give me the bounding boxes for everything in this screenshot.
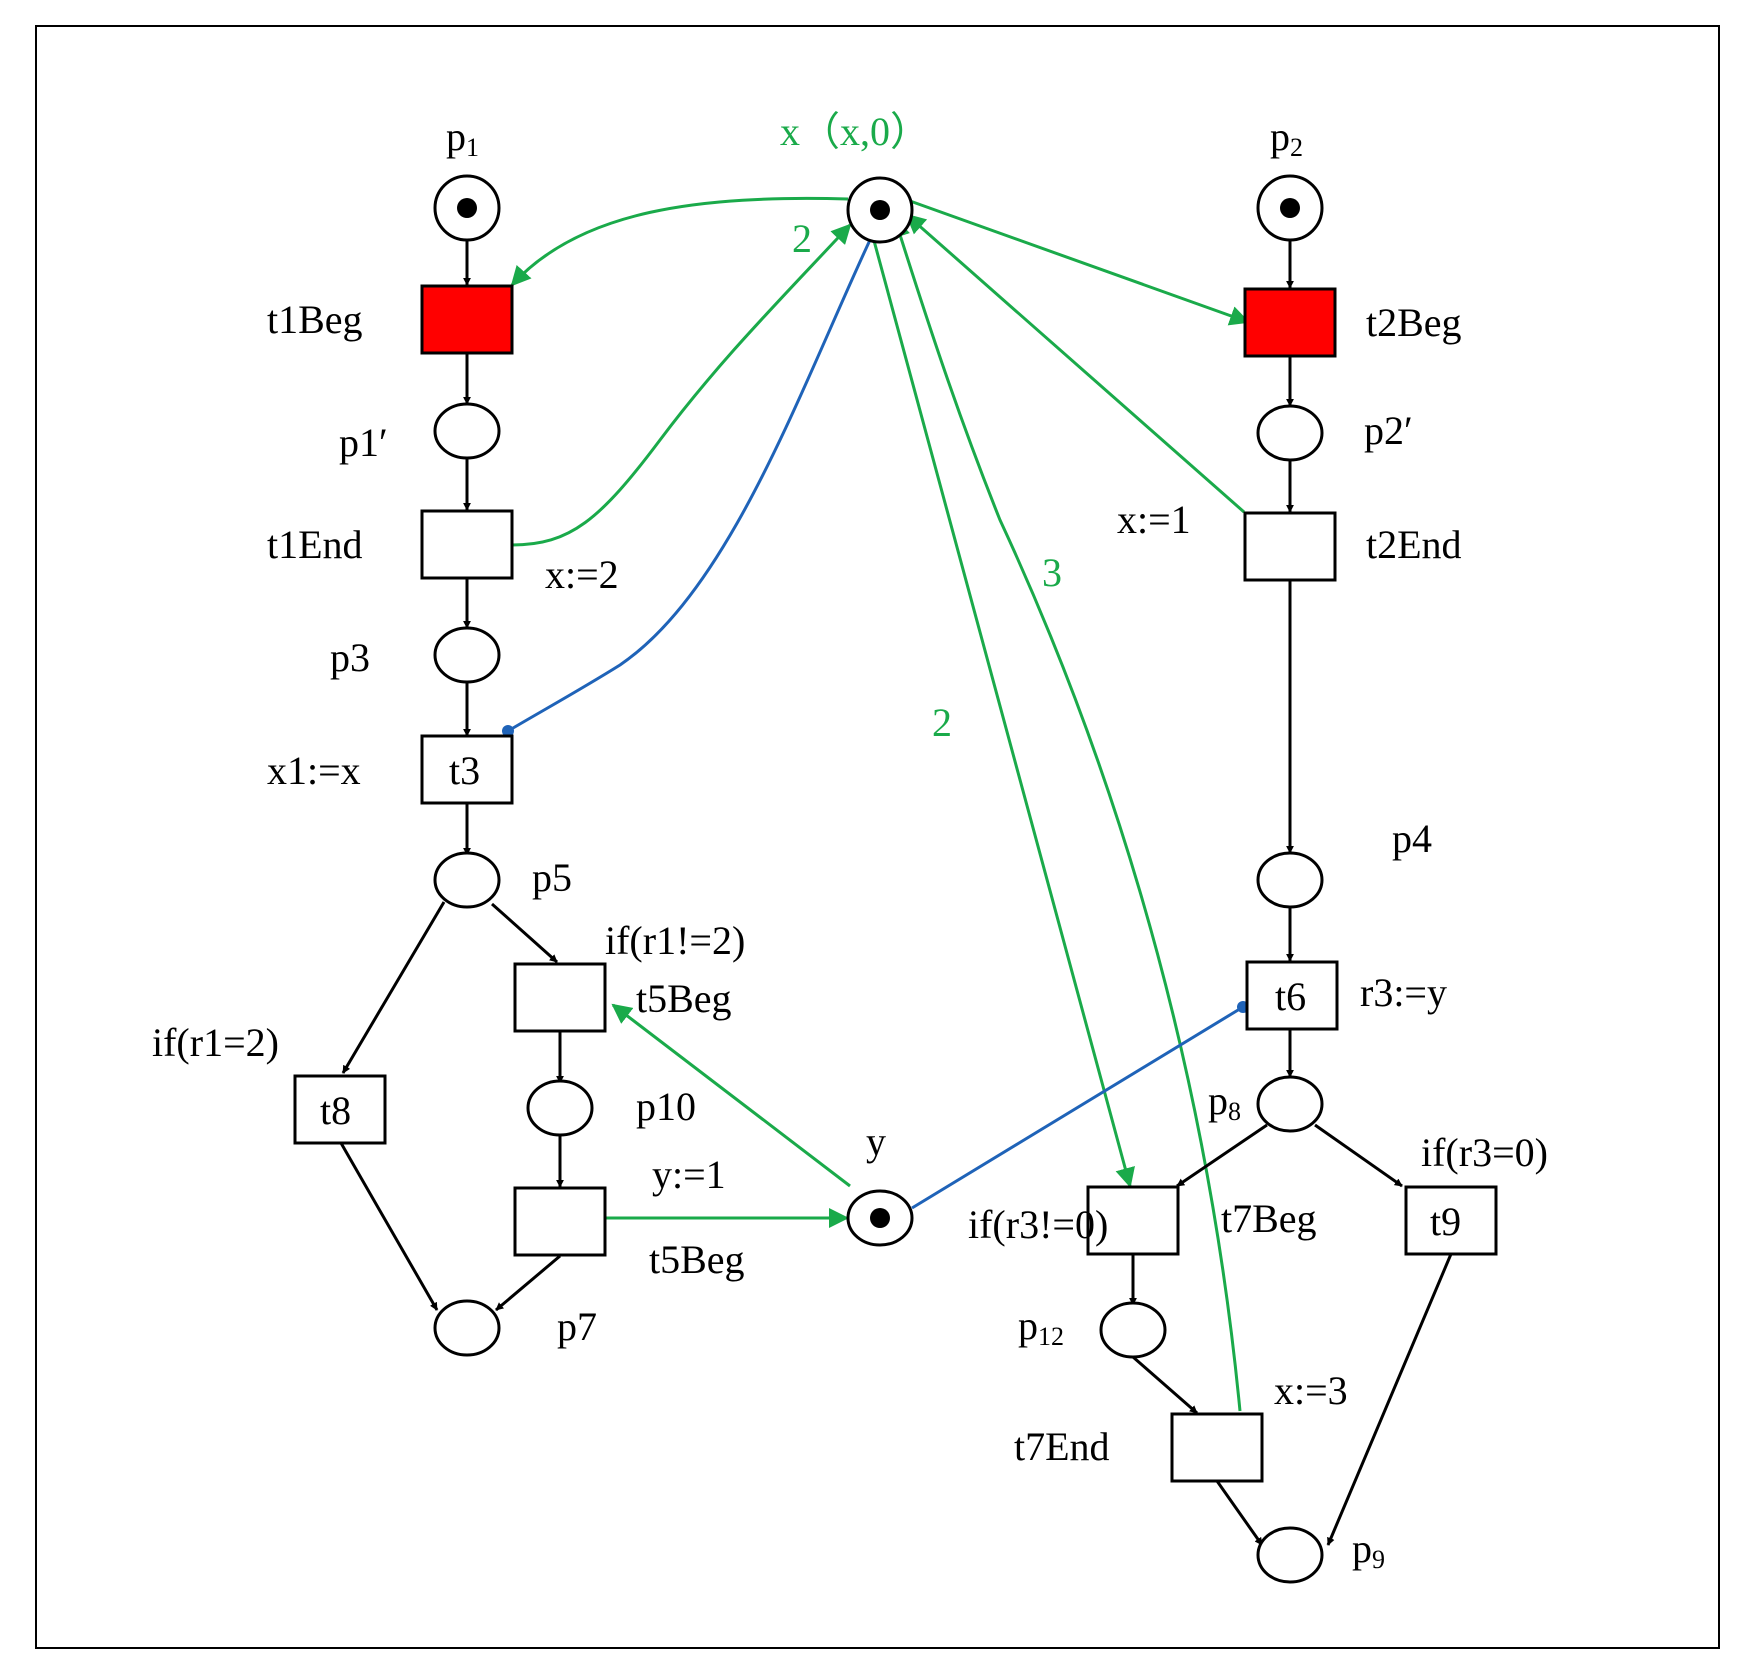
label-p1: p1 bbox=[446, 114, 479, 162]
label-weight-3: 3 bbox=[1042, 550, 1062, 595]
label-p3: p3 bbox=[330, 635, 370, 680]
arc-x-to-t2Beg bbox=[909, 199, 1250, 326]
label-guard-t7Beg: if(r3!=0) bbox=[968, 1202, 1108, 1247]
label-guard-t8: if(r1=2) bbox=[152, 1020, 279, 1065]
place-p9 bbox=[1256, 1526, 1324, 1584]
label-p2prime: p2′ bbox=[1364, 408, 1413, 453]
read-arc-x-t3 bbox=[507, 239, 872, 733]
arc-t1End-to-x bbox=[511, 223, 852, 547]
label-guard-t9: if(r3=0) bbox=[1421, 1130, 1548, 1175]
label-p4: p4 bbox=[1392, 816, 1432, 861]
place-p12 bbox=[1099, 1301, 1167, 1359]
label-t8: t8 bbox=[320, 1088, 351, 1133]
transition-t2Beg bbox=[1243, 287, 1337, 358]
label-p1prime: p1′ bbox=[339, 420, 388, 465]
transition-t6 bbox=[1245, 960, 1339, 1031]
token bbox=[457, 198, 477, 218]
place-p7 bbox=[433, 1299, 501, 1357]
transition-t1Beg bbox=[420, 284, 514, 355]
place-p4 bbox=[1256, 851, 1324, 909]
place-p8 bbox=[1256, 1075, 1324, 1133]
token bbox=[1280, 198, 1300, 218]
label-t5Beg-top: t5Beg bbox=[636, 976, 732, 1021]
place-p3 bbox=[433, 626, 501, 684]
label-action-t2End: x:=1 bbox=[1117, 497, 1191, 542]
read-arc-y-t6 bbox=[911, 1005, 1244, 1210]
label-t6: t6 bbox=[1275, 974, 1306, 1019]
figure-frame bbox=[35, 25, 1720, 1649]
place-p1prime bbox=[433, 402, 501, 460]
place-p10 bbox=[526, 1079, 594, 1137]
place-p2prime bbox=[1256, 404, 1324, 462]
label-action-t3: x1:=x bbox=[267, 748, 361, 793]
label-t2End: t2End bbox=[1366, 522, 1462, 567]
label-t2Beg: t2Beg bbox=[1366, 300, 1462, 345]
label-guard-t5Beg-top: if(r1!=2) bbox=[605, 918, 745, 963]
arc-p8-t9 bbox=[1314, 1123, 1403, 1188]
arc-t9-p9 bbox=[1326, 1253, 1453, 1546]
arc-t2End-to-x bbox=[905, 213, 1245, 514]
label-weight-2-upper: 2 bbox=[792, 216, 812, 261]
place-p2 bbox=[1256, 174, 1324, 242]
label-t7Beg: t7Beg bbox=[1221, 1196, 1317, 1241]
arc-t7End-to-x bbox=[890, 217, 1242, 1412]
transition-t7End bbox=[1170, 1412, 1264, 1483]
read-arc-dot-t3 bbox=[502, 725, 514, 737]
arc-p12-t7End bbox=[1132, 1355, 1198, 1415]
label-p10: p10 bbox=[636, 1084, 696, 1129]
label-action-t6: r3:=y bbox=[1360, 970, 1447, 1015]
label-y: y bbox=[866, 1119, 886, 1164]
label-p5: p5 bbox=[532, 855, 572, 900]
label-t5Beg-bottom: t5Beg bbox=[649, 1237, 745, 1282]
arc-p5-t8 bbox=[341, 901, 446, 1074]
place-x bbox=[846, 176, 914, 244]
label-p12: p12 bbox=[1018, 1303, 1064, 1351]
label-t9: t9 bbox=[1430, 1199, 1461, 1244]
transition-t5Beg-top bbox=[513, 962, 607, 1033]
place-y bbox=[846, 1189, 914, 1247]
label-t1Beg: t1Beg bbox=[267, 297, 363, 342]
transition-t1End bbox=[420, 509, 514, 580]
transition-t9 bbox=[1404, 1185, 1498, 1256]
transition-t5Beg-bottom bbox=[513, 1186, 607, 1257]
token bbox=[870, 200, 890, 220]
transition-t8 bbox=[293, 1074, 387, 1145]
arc-t5Beg-bottom-p7 bbox=[495, 1254, 561, 1312]
arc-x-to-t1Beg bbox=[510, 196, 849, 287]
label-x: x（x,0） bbox=[780, 109, 930, 154]
label-p2: p2 bbox=[1270, 114, 1303, 162]
label-p9: p9 bbox=[1352, 1526, 1385, 1574]
label-action-t7End: x:=3 bbox=[1274, 1368, 1348, 1413]
arc-t8-p7 bbox=[339, 1142, 439, 1311]
label-weight-2-lower: 2 bbox=[932, 700, 952, 745]
arc-t7End-p9 bbox=[1215, 1480, 1264, 1546]
label-action-t5Beg-bottom: y:=1 bbox=[652, 1152, 726, 1197]
arc-x-to-t7Beg bbox=[871, 236, 1135, 1188]
transition-t3 bbox=[420, 734, 514, 805]
arc-y-to-t5Beg-top bbox=[611, 1003, 851, 1188]
place-p5 bbox=[433, 851, 501, 909]
arc-p8-t7Beg bbox=[1176, 1123, 1268, 1188]
arc-p5-t5Beg-top bbox=[491, 902, 558, 964]
transition-t2End bbox=[1243, 511, 1337, 582]
place-p1 bbox=[433, 174, 501, 242]
transition-t7Beg bbox=[1086, 1185, 1180, 1256]
label-p8: p8 bbox=[1208, 1078, 1241, 1126]
label-t7End: t7End bbox=[1014, 1424, 1110, 1469]
token bbox=[870, 1208, 890, 1228]
label-action-t1End: x:=2 bbox=[545, 552, 619, 597]
label-t1End: t1End bbox=[267, 522, 363, 567]
label-p7: p7 bbox=[557, 1304, 597, 1349]
label-t3: t3 bbox=[449, 748, 480, 793]
